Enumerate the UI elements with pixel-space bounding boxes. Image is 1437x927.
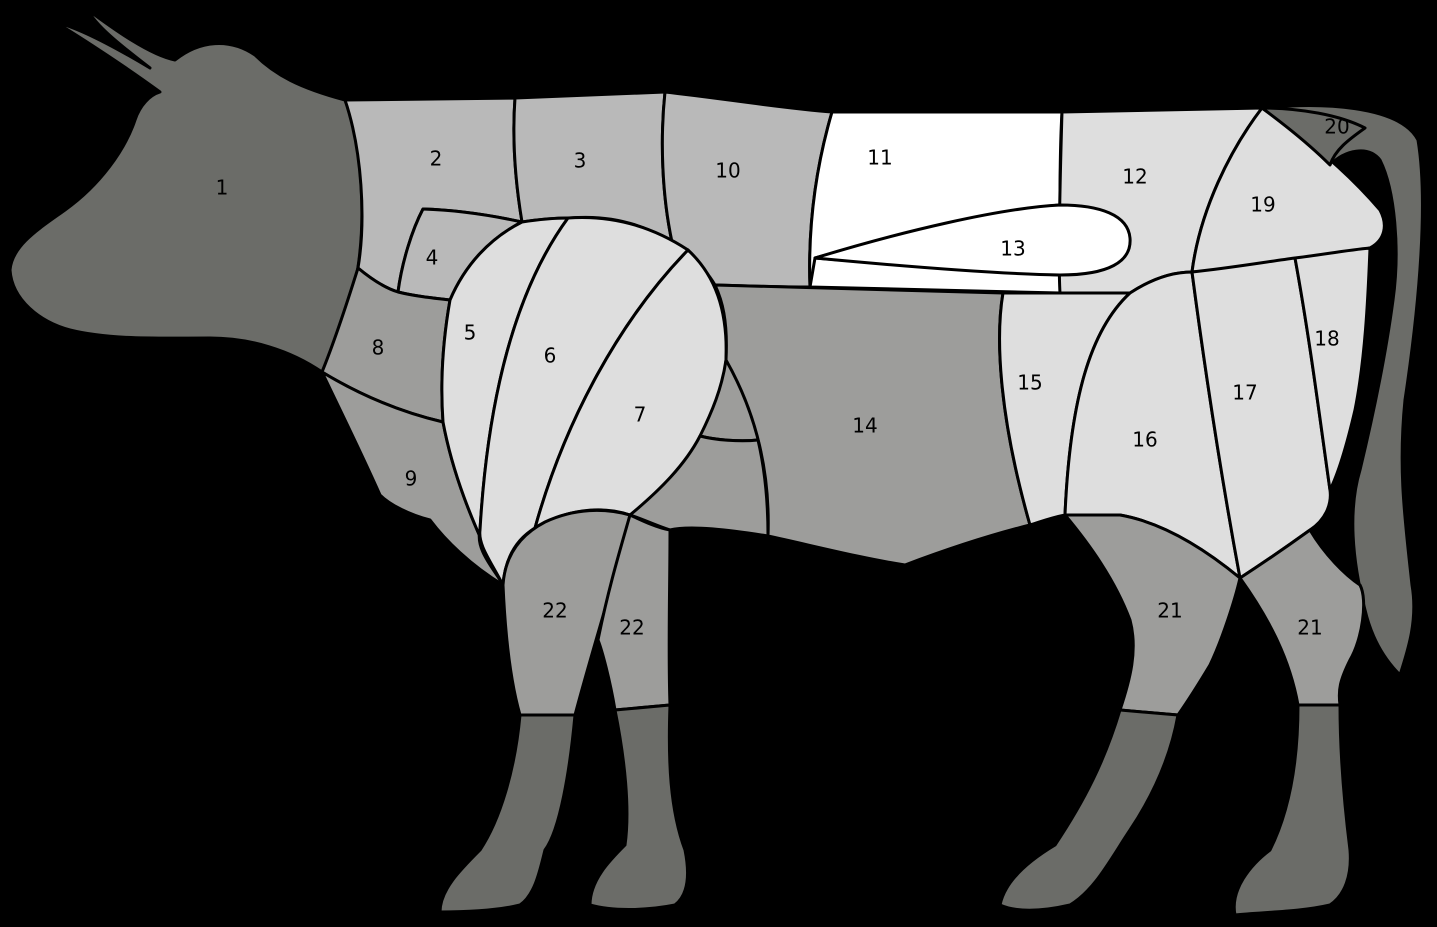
label-21b: 21 bbox=[1297, 616, 1322, 640]
label-4: 4 bbox=[426, 246, 439, 270]
label-10: 10 bbox=[715, 159, 740, 183]
label-21a: 21 bbox=[1157, 599, 1182, 623]
label-2: 2 bbox=[430, 147, 443, 171]
label-18: 18 bbox=[1314, 327, 1339, 351]
label-22a: 22 bbox=[542, 599, 567, 623]
label-3: 3 bbox=[574, 149, 587, 173]
label-19: 19 bbox=[1250, 193, 1275, 217]
label-17: 17 bbox=[1232, 381, 1257, 405]
label-1: 1 bbox=[216, 176, 229, 200]
label-8: 8 bbox=[372, 336, 385, 360]
label-14: 14 bbox=[852, 414, 877, 438]
label-5: 5 bbox=[464, 321, 477, 345]
label-9: 9 bbox=[405, 467, 418, 491]
label-15: 15 bbox=[1017, 371, 1042, 395]
label-12: 12 bbox=[1122, 165, 1147, 189]
label-22b: 22 bbox=[619, 616, 644, 640]
label-13: 13 bbox=[1000, 237, 1025, 261]
label-16: 16 bbox=[1132, 428, 1157, 452]
label-7: 7 bbox=[634, 403, 647, 427]
label-11: 11 bbox=[867, 146, 892, 170]
label-20: 20 bbox=[1324, 115, 1349, 139]
label-6: 6 bbox=[544, 344, 557, 368]
